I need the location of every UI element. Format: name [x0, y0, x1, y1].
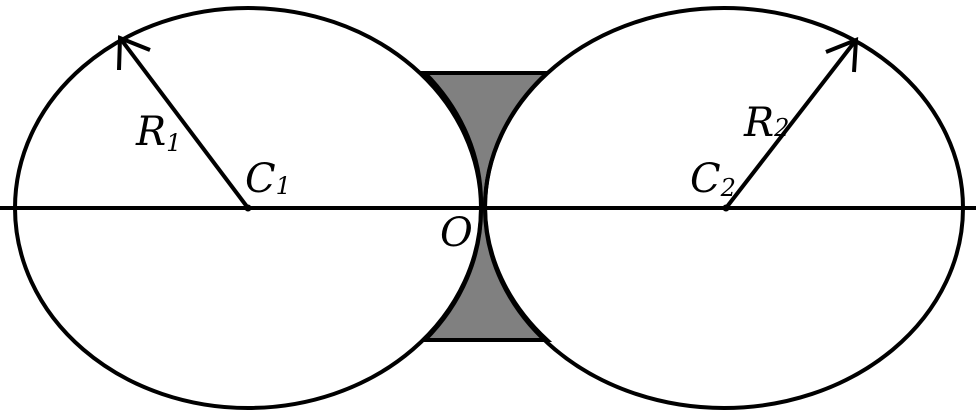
- label-c1-sub: 1: [276, 172, 291, 200]
- label-r2: R2: [743, 100, 789, 146]
- label-r1-main: R: [135, 109, 166, 155]
- label-c2-sub: 2: [720, 174, 736, 202]
- label-c1: C1: [245, 156, 291, 202]
- label-o: O: [440, 210, 473, 256]
- label-r1: R1: [135, 109, 181, 157]
- radius-r2-arrow: [724, 38, 858, 210]
- label-c2: C2: [690, 156, 736, 202]
- radius-r2-arrowhead: [825, 36, 859, 73]
- center-c2-point: [722, 204, 730, 212]
- radius-r1-arrowhead: [117, 35, 151, 71]
- label-r2-main: R: [743, 100, 774, 146]
- label-r1-sub: 1: [166, 129, 181, 157]
- label-c1-main: C: [245, 156, 276, 202]
- label-r2-sub: 2: [773, 114, 789, 142]
- center-c1-point: [244, 204, 252, 212]
- radius-r1-arrow: [118, 36, 250, 210]
- label-c2-main: C: [690, 156, 721, 202]
